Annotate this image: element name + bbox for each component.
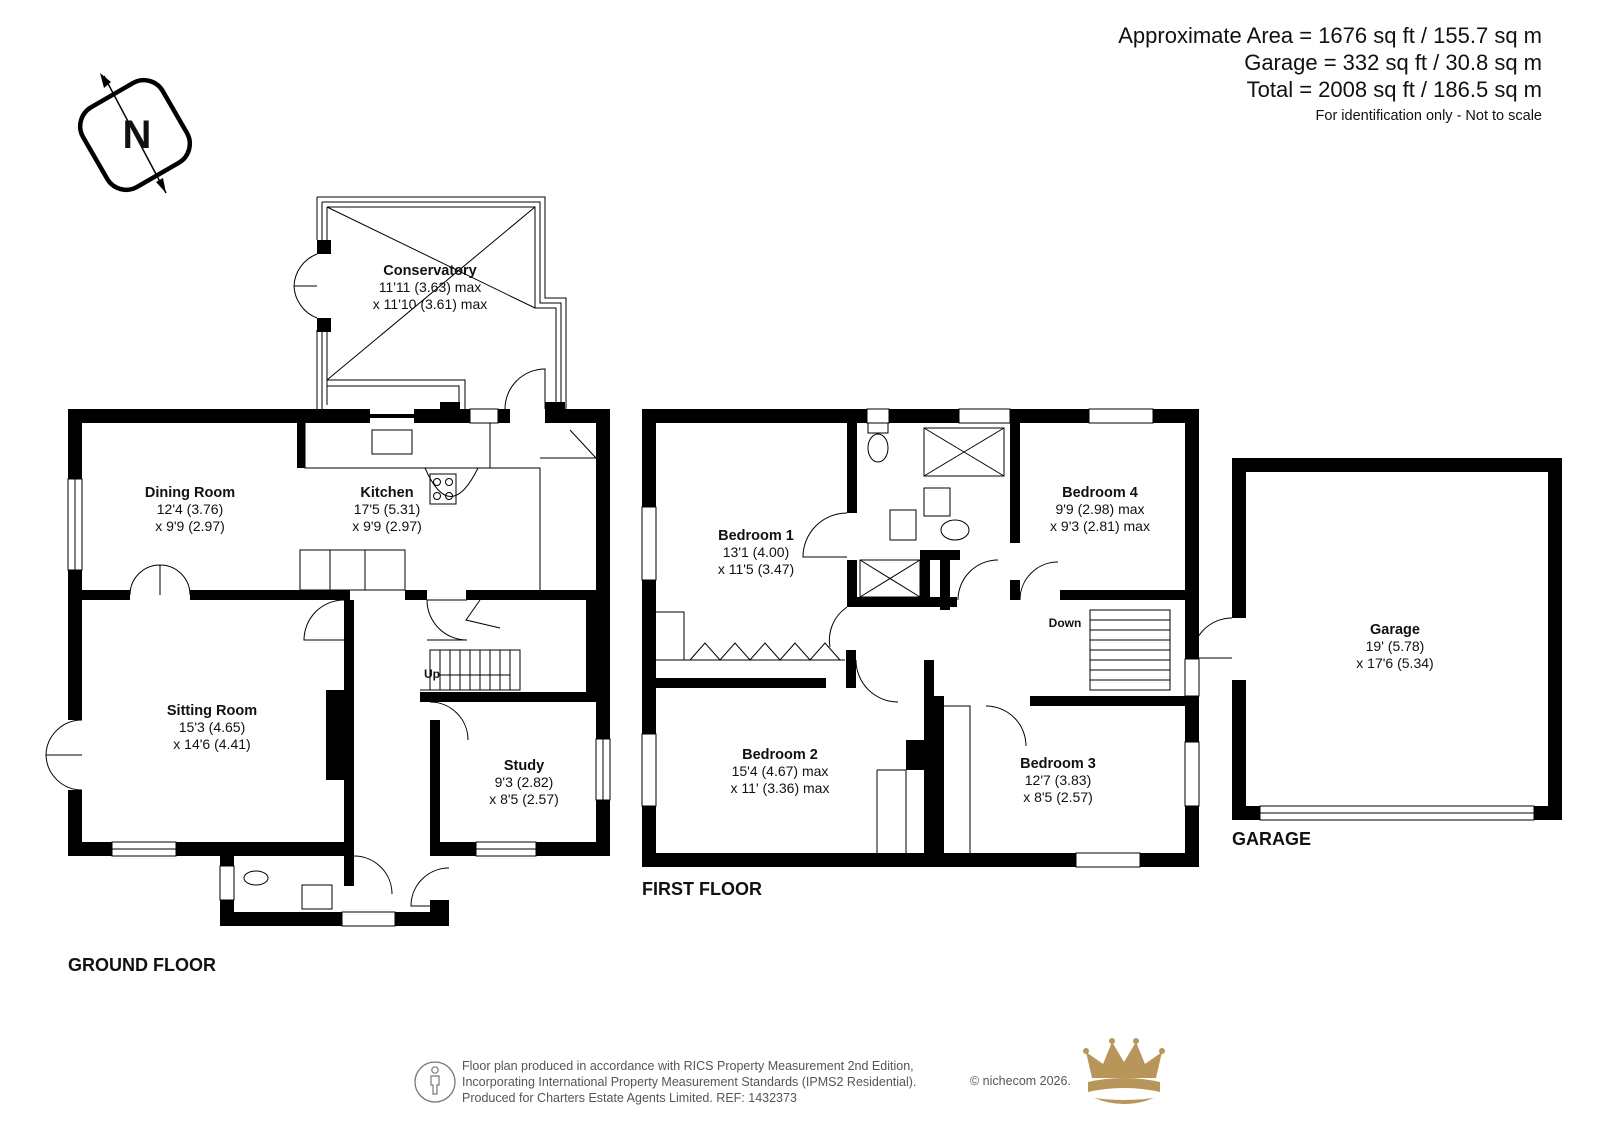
total-area: Total = 2008 sq ft / 186.5 sq m — [1246, 77, 1542, 102]
garage-name: Garage — [1370, 622, 1420, 638]
stairs-up-label: Up — [424, 667, 440, 681]
approximate-area: Approximate Area = 1676 sq ft / 155.7 sq… — [1118, 23, 1542, 48]
room-label-study: Study 9'3 (2.82) x 8'5 (2.57) — [489, 758, 559, 807]
scale-note: For identification only - Not to scale — [1315, 108, 1542, 124]
footer-copyright: © nichecom 2026. — [970, 1074, 1071, 1088]
bed3-dim1: 12'7 (3.83) — [1025, 772, 1092, 788]
dining-name: Dining Room — [145, 485, 235, 501]
ground-floor-windows — [67, 408, 611, 927]
footer-line-3: Produced for Charters Estate Agents Limi… — [462, 1091, 797, 1105]
first-floor-walls — [642, 409, 1199, 867]
conservatory-name: Conservatory — [383, 263, 476, 279]
area-summary: Approximate Area = 1676 sq ft / 155.7 sq… — [1118, 22, 1542, 127]
north-compass-icon: N — [77, 73, 193, 194]
bed2-name: Bedroom 2 — [742, 747, 818, 763]
bed1-dim2: x 11'5 (3.47) — [718, 561, 794, 577]
footer-line-2: Incorporating International Property Mea… — [462, 1075, 917, 1089]
bed1-name: Bedroom 1 — [718, 528, 794, 544]
room-label-conservatory: Conservatory 11'11 (3.63) max x 11'10 (3… — [373, 263, 487, 312]
garage-walls — [1191, 458, 1562, 821]
conservatory-dim1: 11'11 (3.63) max — [379, 279, 482, 295]
bed1-dim1: 13'1 (4.00) — [723, 544, 790, 560]
ground-floor-fixtures — [45, 368, 597, 910]
first-floor-fixtures — [656, 422, 1171, 853]
study-name: Study — [504, 758, 544, 774]
room-label-garage: Garage 19' (5.78) x 17'6 (5.34) — [1356, 622, 1433, 671]
dining-dim1: 12'4 (3.76) — [157, 501, 224, 517]
sitting-dim2: x 14'6 (4.41) — [173, 736, 250, 752]
bed2-dim2: x 11' (3.36) max — [731, 780, 830, 796]
crown-logo — [1083, 1038, 1165, 1104]
bed4-name: Bedroom 4 — [1062, 485, 1138, 501]
room-label-kitchen: Kitchen 17'5 (5.31) x 9'9 (2.97) — [352, 485, 422, 534]
footer-text: Floor plan produced in accordance with R… — [462, 1058, 916, 1106]
first-floor-label: FIRST FLOOR — [642, 879, 762, 899]
person-icon — [414, 1061, 456, 1103]
first-floor-windows — [641, 408, 1200, 868]
room-label-dining: Dining Room 12'4 (3.76) x 9'9 (2.97) — [145, 485, 235, 534]
bed3-dim2: x 8'5 (2.57) — [1023, 789, 1093, 805]
study-dim1: 9'3 (2.82) — [495, 774, 554, 790]
garage-dim1: 19' (5.78) — [1366, 638, 1425, 654]
kitchen-dim2: x 9'9 (2.97) — [352, 518, 422, 534]
sitting-name: Sitting Room — [167, 703, 257, 719]
room-label-bed4: Bedroom 4 9'9 (2.98) max x 9'3 (2.81) ma… — [1050, 485, 1150, 534]
room-label-bed1: Bedroom 1 13'1 (4.00) x 11'5 (3.47) — [718, 528, 794, 577]
room-label-sitting: Sitting Room 15'3 (4.65) x 14'6 (4.41) — [167, 703, 257, 752]
sitting-dim1: 15'3 (4.65) — [179, 719, 246, 735]
garage-area: Garage = 332 sq ft / 30.8 sq m — [1244, 50, 1542, 75]
footer-line-1: Floor plan produced in accordance with R… — [462, 1059, 914, 1073]
conservatory — [293, 196, 567, 416]
garage-floor-label: GARAGE — [1232, 829, 1311, 849]
kitchen-name: Kitchen — [360, 485, 413, 501]
ground-floor-walls — [68, 409, 610, 926]
bed2-dim1: 15'4 (4.67) max — [732, 763, 829, 779]
kitchen-dim1: 17'5 (5.31) — [354, 501, 421, 517]
garage-dim2: x 17'6 (5.34) — [1356, 655, 1433, 671]
stairs-down-label: Down — [1049, 616, 1082, 630]
room-label-bed2: Bedroom 2 15'4 (4.67) max x 11' (3.36) m… — [731, 747, 830, 796]
conservatory-dim2: x 11'10 (3.61) max — [373, 296, 487, 312]
bed4-dim1: 9'9 (2.98) max — [1055, 501, 1144, 517]
room-label-bed3: Bedroom 3 12'7 (3.83) x 8'5 (2.57) — [1020, 756, 1096, 805]
ground-floor-label: GROUND FLOOR — [68, 955, 216, 975]
bed4-dim2: x 9'3 (2.81) max — [1050, 518, 1150, 534]
bed3-name: Bedroom 3 — [1020, 756, 1096, 772]
compass-letter: N — [123, 113, 152, 157]
dining-dim2: x 9'9 (2.97) — [155, 518, 225, 534]
study-dim2: x 8'5 (2.57) — [489, 791, 559, 807]
